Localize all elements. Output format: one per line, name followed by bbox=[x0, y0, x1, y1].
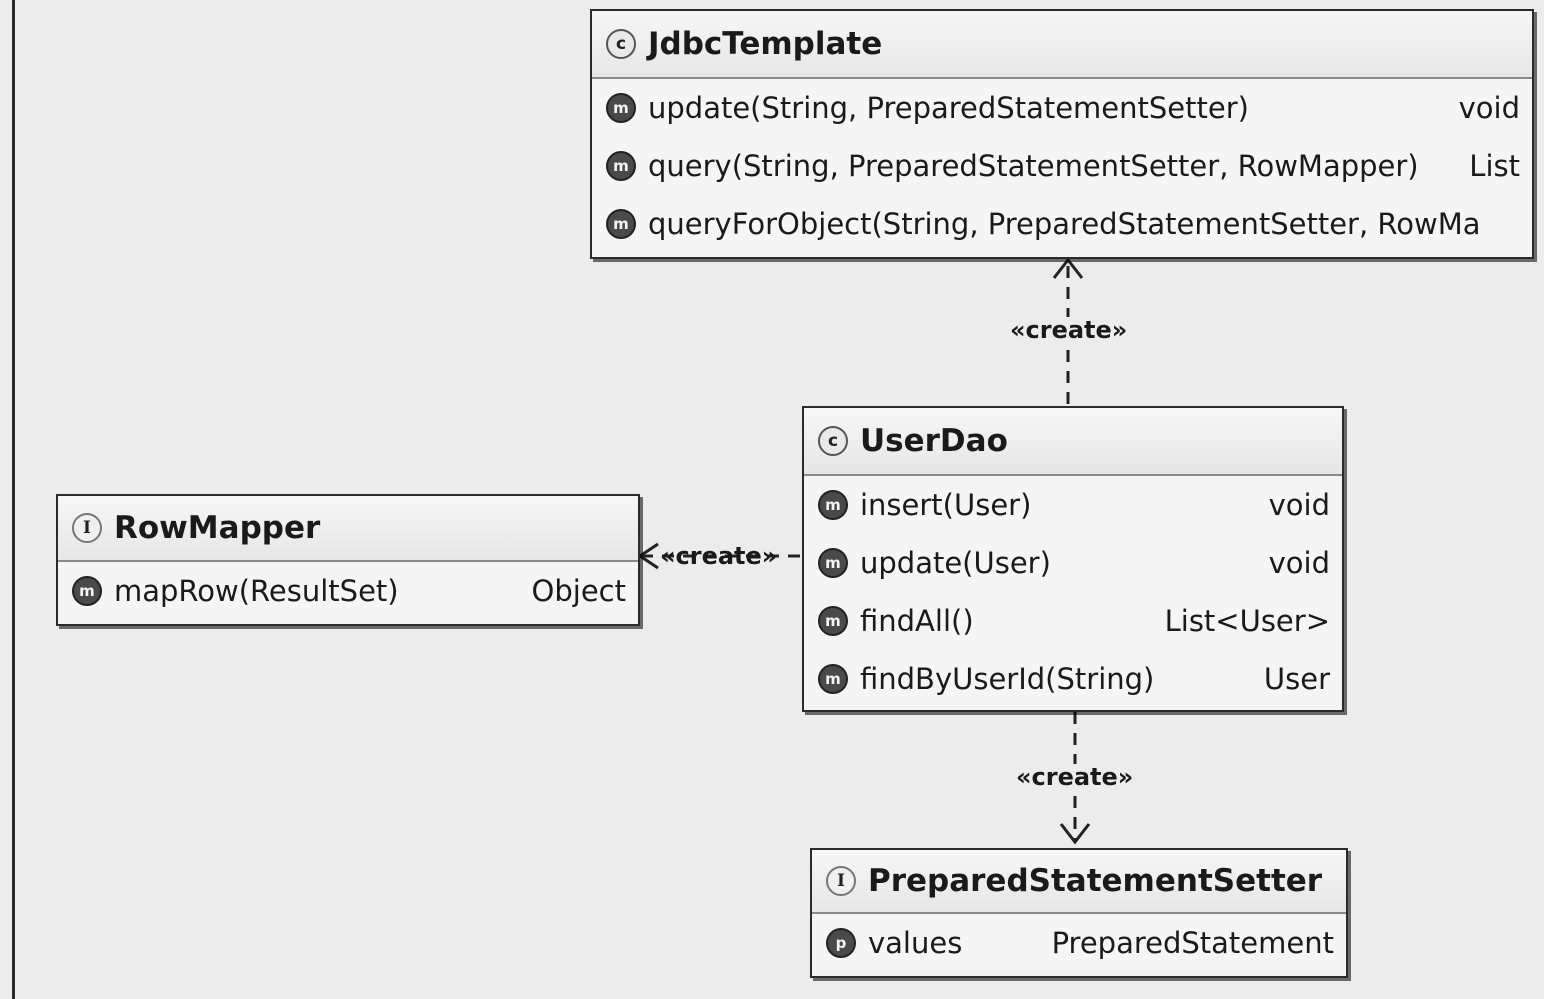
class-icon: c bbox=[818, 426, 848, 456]
member-type: PreparedStatement bbox=[1051, 926, 1334, 960]
member-type: void bbox=[1268, 488, 1330, 522]
member-type: List<User> bbox=[1164, 604, 1330, 638]
member-signature: update(User) bbox=[860, 546, 1051, 580]
interface-icon: I bbox=[72, 513, 102, 543]
member-row[interactable]: p values PreparedStatement bbox=[812, 914, 1346, 972]
member-type: Object bbox=[531, 574, 626, 608]
class-name-jdbctemplate: JdbcTemplate bbox=[648, 26, 883, 62]
method-icon: m bbox=[606, 209, 636, 239]
method-icon: m bbox=[818, 664, 848, 694]
member-type: void bbox=[1458, 91, 1520, 125]
member-signature: update(String, PreparedStatementSetter) bbox=[648, 91, 1249, 125]
method-icon: m bbox=[818, 606, 848, 636]
class-icon: c bbox=[606, 29, 636, 59]
interface-header-rowmapper: I RowMapper bbox=[58, 496, 638, 562]
class-box-jdbctemplate[interactable]: c JdbcTemplate m update(String, Prepared… bbox=[590, 9, 1534, 259]
member-row[interactable]: m queryForObject(String, PreparedStateme… bbox=[592, 195, 1532, 253]
arrowhead-jdbctemplate bbox=[1052, 257, 1084, 279]
method-icon: m bbox=[606, 93, 636, 123]
interface-name-preparedstatementsetter: PreparedStatementSetter bbox=[868, 863, 1323, 899]
member-type: User bbox=[1263, 662, 1330, 696]
class-header-jdbctemplate: c JdbcTemplate bbox=[592, 11, 1532, 79]
property-icon: p bbox=[826, 928, 856, 958]
member-type: void bbox=[1268, 546, 1330, 580]
member-signature: findAll() bbox=[860, 604, 974, 638]
left-frame-border bbox=[12, 0, 15, 999]
member-row[interactable]: m findByUserId(String) User bbox=[804, 650, 1342, 708]
method-icon: m bbox=[818, 490, 848, 520]
member-row[interactable]: m update(String, PreparedStatementSetter… bbox=[592, 79, 1532, 137]
create-label-pss: «create» bbox=[1016, 763, 1134, 791]
arrowhead-pss bbox=[1059, 823, 1091, 845]
member-row[interactable]: m insert(User) void bbox=[804, 476, 1342, 534]
member-signature: mapRow(ResultSet) bbox=[114, 574, 399, 608]
member-signature: values bbox=[868, 926, 963, 960]
member-row[interactable]: m mapRow(ResultSet) Object bbox=[58, 562, 638, 620]
class-name-userdao: UserDao bbox=[860, 423, 1008, 459]
interface-header-preparedstatementsetter: I PreparedStatementSetter bbox=[812, 850, 1346, 914]
create-label-rowmapper: «create» bbox=[660, 542, 778, 570]
member-signature: insert(User) bbox=[860, 488, 1032, 522]
member-signature: findByUserId(String) bbox=[860, 662, 1155, 696]
member-row[interactable]: m findAll() List<User> bbox=[804, 592, 1342, 650]
interface-icon: I bbox=[826, 866, 856, 896]
interface-box-preparedstatementsetter[interactable]: I PreparedStatementSetter p values Prepa… bbox=[810, 848, 1348, 978]
method-icon: m bbox=[818, 548, 848, 578]
member-signature: queryForObject(String, PreparedStatement… bbox=[648, 207, 1481, 241]
class-header-userdao: c UserDao bbox=[804, 408, 1342, 476]
interface-box-rowmapper[interactable]: I RowMapper m mapRow(ResultSet) Object bbox=[56, 494, 640, 626]
create-label-jdbctemplate: «create» bbox=[1010, 316, 1128, 344]
class-box-userdao[interactable]: c UserDao m insert(User) void m update(U… bbox=[802, 406, 1344, 712]
arrowhead-rowmapper bbox=[637, 542, 659, 570]
member-type: List bbox=[1469, 149, 1520, 183]
member-signature: query(String, PreparedStatementSetter, R… bbox=[648, 149, 1419, 183]
member-row[interactable]: m query(String, PreparedStatementSetter,… bbox=[592, 137, 1532, 195]
interface-name-rowmapper: RowMapper bbox=[114, 510, 321, 546]
method-icon: m bbox=[72, 576, 102, 606]
member-row[interactable]: m update(User) void bbox=[804, 534, 1342, 592]
method-icon: m bbox=[606, 151, 636, 181]
